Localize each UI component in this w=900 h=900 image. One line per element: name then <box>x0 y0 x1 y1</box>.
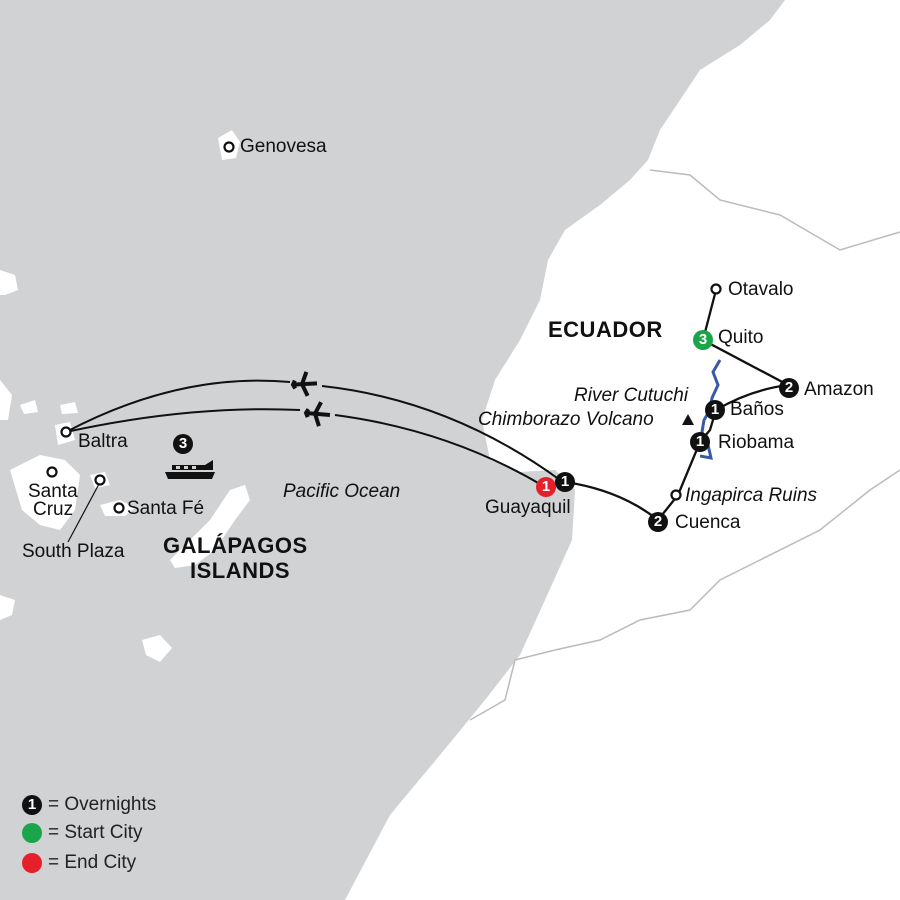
stop-marker-otavalo <box>710 283 722 295</box>
island-small-1 <box>20 400 38 414</box>
overnight-badge-banos: 1 <box>705 400 725 420</box>
islands-label-line1: GALÁPAGOS <box>163 533 308 558</box>
legend-start-dot <box>22 823 42 843</box>
island-west <box>0 380 12 420</box>
mainland <box>345 0 900 900</box>
label-quito: Quito <box>718 327 764 348</box>
stop-marker-santa-cruz <box>46 466 58 478</box>
stop-marker-santa-fe <box>113 502 125 514</box>
label-guayaquil: Guayaquil <box>485 497 571 518</box>
legend-label: = End City <box>48 852 137 873</box>
border-colombia <box>649 169 900 251</box>
end-badge-guayaquil: 1 <box>536 477 556 497</box>
ship-icon <box>165 460 215 479</box>
legend-end-dot <box>22 853 42 873</box>
label-south-plaza: South Plaza <box>22 541 125 562</box>
overnight-badge-cuenca: 2 <box>648 512 668 532</box>
overnight-badge-quito: 3 <box>693 330 713 350</box>
island-santa-cruz <box>10 455 80 530</box>
flight-route-2 <box>65 408 546 488</box>
country-label: ECUADOR <box>548 317 663 342</box>
island-espanola <box>142 635 172 662</box>
overnight-badge-guayaquil: 1 <box>555 472 575 492</box>
label-banos: Baños <box>730 399 784 420</box>
label-riobamba: Riobama <box>718 432 795 453</box>
legend-label: = Overnights <box>48 794 157 815</box>
stop-marker-south-plaza <box>94 474 106 486</box>
label-chimborazo: Chimborazo Volcano <box>478 409 654 430</box>
south-plaza-leader <box>67 483 100 543</box>
plane-icon <box>290 371 318 397</box>
label-otavalo: Otavalo <box>728 279 794 300</box>
label-amazon: Amazon <box>804 379 874 400</box>
legend-end-city: = End City <box>22 852 136 874</box>
islands-label-line2: ISLANDS <box>190 558 291 583</box>
legend-start-city: = Start City <box>22 822 143 844</box>
island-san-cristobal <box>170 485 250 568</box>
flight-route-1 <box>65 379 561 481</box>
volcano-icon <box>682 414 694 425</box>
label-santa-cruz-1: Santa <box>28 481 78 502</box>
stop-marker-ingapirca <box>670 489 682 501</box>
stop-marker-baltra <box>60 426 72 438</box>
label-santa-fe: Santa Fé <box>127 498 205 519</box>
stop-marker-genovesa <box>223 141 235 153</box>
island-isabela <box>0 270 18 295</box>
plane-icon <box>303 401 331 427</box>
label-santa-cruz-2: Cruz <box>33 499 74 520</box>
legend-overnights: 1 = Overnights <box>22 794 156 816</box>
label-genovesa: Genovesa <box>240 136 327 157</box>
label-cuenca: Cuenca <box>675 512 741 533</box>
label-baltra: Baltra <box>78 431 128 452</box>
island-west-2 <box>0 595 15 620</box>
legend-label: = Start City <box>48 822 143 843</box>
overnight-badge-cruise: 3 <box>173 434 193 454</box>
overnight-badge-amazon: 2 <box>779 378 799 398</box>
island-small-2 <box>60 402 78 414</box>
overnight-badge-riobamba: 1 <box>690 432 710 452</box>
label-ingapirca: Ingapirca Ruins <box>685 485 818 506</box>
label-river-cutuchi: River Cutuchi <box>574 385 689 406</box>
legend-overnight-badge: 1 <box>22 795 42 815</box>
border-peru <box>469 469 900 721</box>
ocean-label: Pacific Ocean <box>283 481 401 502</box>
